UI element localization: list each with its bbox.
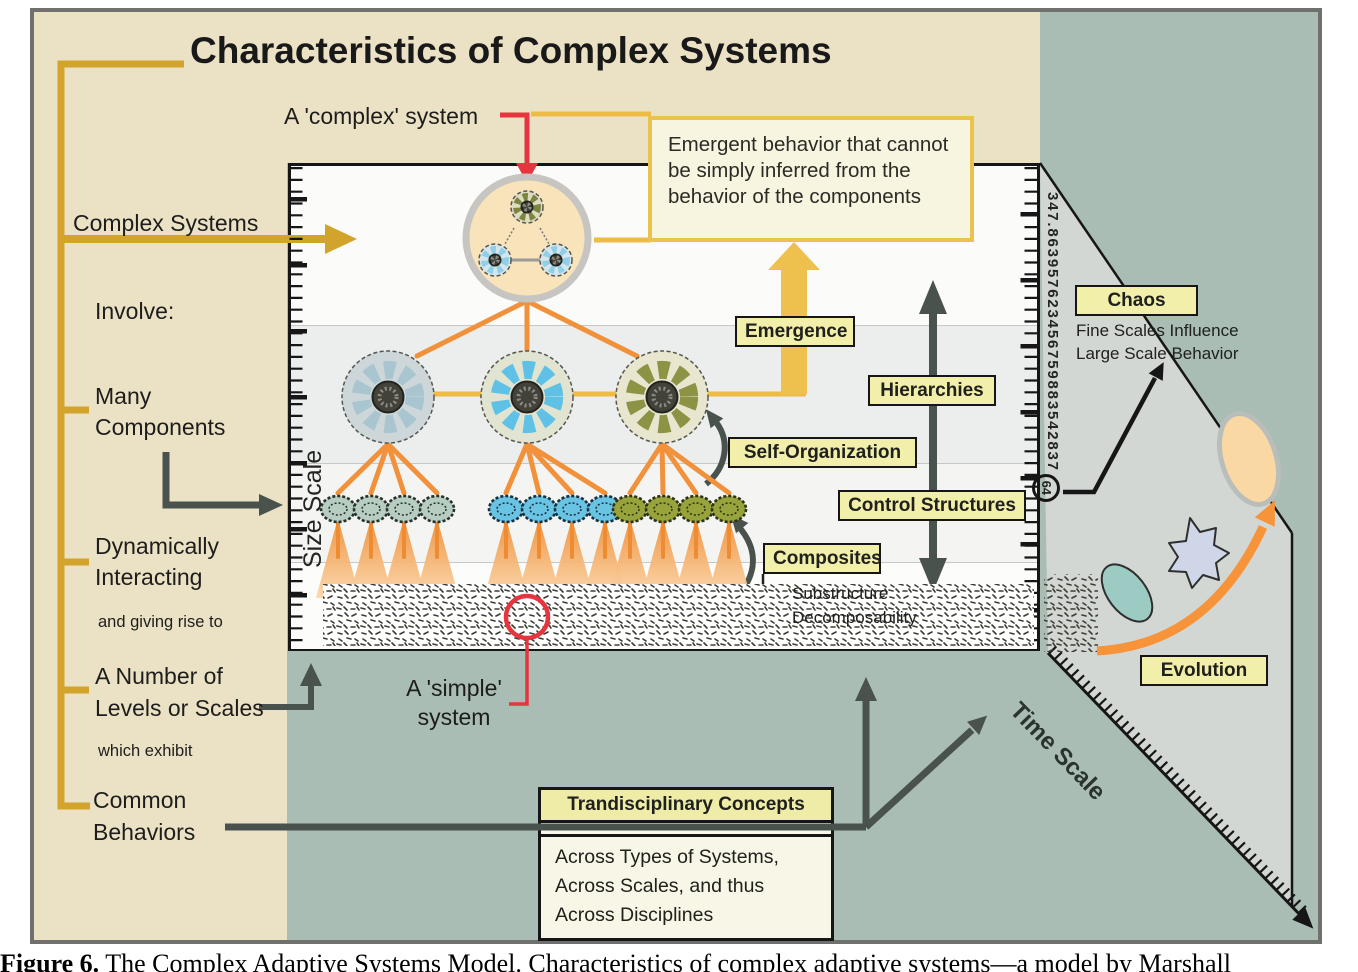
callout-complex-system: A 'complex' system bbox=[284, 103, 479, 129]
page-title: Characteristics of Complex Systems bbox=[190, 30, 832, 71]
transdisciplinary-concepts-box: Trandisciplinary Concepts Across Types o… bbox=[538, 787, 834, 941]
label-levels-scales: A Number of Levels or Scales bbox=[95, 663, 264, 721]
circled-number: 64 bbox=[1032, 473, 1060, 502]
emergent-behavior-box: Emergent behavior that cannot be simply … bbox=[648, 116, 974, 242]
label-many-components: Many Components bbox=[95, 383, 226, 440]
label-which-exhibit: which exhibit bbox=[98, 742, 193, 760]
figure-caption: Figure 6. The Complex Adaptive Systems M… bbox=[0, 950, 1358, 972]
tag-emergence: Emergence bbox=[735, 316, 855, 347]
callout-simple-system: A 'simple' system bbox=[406, 675, 502, 730]
label-common-behaviors: Common Behaviors bbox=[93, 787, 196, 845]
label-giving-rise: and giving rise to bbox=[98, 613, 223, 631]
size-scale-axis-label: Size Scale bbox=[299, 449, 327, 568]
label-dynamically-interacting: Dynamically Interacting bbox=[95, 533, 219, 590]
tag-composites: Composites bbox=[763, 543, 882, 574]
transdisciplinary-header: Trandisciplinary Concepts bbox=[541, 790, 831, 823]
tag-self-organization: Self-Organization bbox=[728, 437, 917, 468]
caption-text: The Complex Adaptive Systems Model. Char… bbox=[99, 950, 1231, 972]
label-involve: Involve: bbox=[95, 298, 175, 324]
fine-scale-number-sequence: 347.86395762345675988354283764 bbox=[1032, 192, 1061, 502]
caption-label: Figure 6. bbox=[0, 950, 100, 972]
number-sequence: 347.863957623456759883542837 bbox=[1044, 192, 1061, 472]
label-substructure: Substructure bbox=[792, 584, 889, 603]
tag-control-structures: Control Structures bbox=[838, 490, 1026, 521]
label-decomposability: Decomposability bbox=[792, 608, 917, 627]
label-complex-systems: Complex Systems bbox=[73, 210, 259, 236]
tag-hierarchies: Hierarchies bbox=[868, 375, 996, 406]
panel-band bbox=[291, 562, 1037, 649]
tag-chaos: Chaos bbox=[1075, 285, 1198, 316]
chaos-note: Fine Scales Influence Large Scale Behavi… bbox=[1076, 321, 1239, 363]
tag-evolution: Evolution bbox=[1140, 655, 1268, 686]
transdisciplinary-body: Across Types of Systems, Across Scales, … bbox=[541, 834, 831, 938]
